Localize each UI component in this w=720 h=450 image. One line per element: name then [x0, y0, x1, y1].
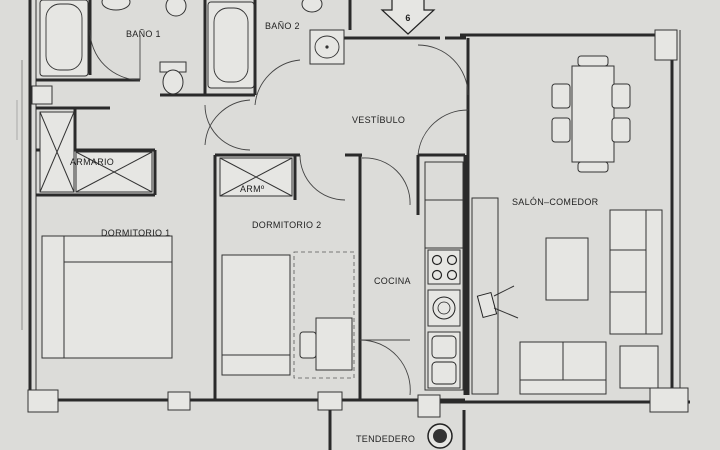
chair-icon: [299, 331, 317, 359]
drain-icon: [427, 423, 453, 449]
bed-icon: [221, 254, 291, 376]
tv-icon: [476, 285, 519, 319]
arrow-down-icon: [380, 0, 436, 35]
label-tendedero: TENDEDERO: [356, 434, 415, 444]
stove-icon: [427, 249, 461, 285]
kitchen-counter: [424, 161, 464, 391]
interior-walls: [36, 0, 470, 402]
toilet-icon: [165, 0, 187, 17]
coffee-table: [545, 237, 589, 301]
margin-lines: [16, 60, 23, 330]
salon-partition: [471, 197, 499, 395]
kitchen-sink-icon: [427, 331, 461, 389]
toilet-icon: [301, 0, 323, 13]
sink-icon: [309, 29, 345, 65]
armario-2-closet: [219, 157, 293, 197]
bed-outline-dashed: [293, 251, 355, 379]
sofa-icon: [519, 341, 607, 395]
bed-icon: [41, 235, 173, 359]
label-cocina: COCINA: [374, 276, 411, 286]
desk-icon: [315, 317, 353, 371]
tendedero-walls: [328, 410, 466, 450]
label-bano-1: BAÑO 1: [126, 29, 161, 39]
dining-table-icon: [571, 65, 615, 163]
dining-chairs: [551, 55, 631, 173]
label-bano-2: BAÑO 2: [265, 21, 300, 31]
label-dormitorio-2: DORMITORIO 2: [252, 220, 321, 230]
sofa-icon: [609, 209, 663, 335]
bathtub-icon: [39, 0, 89, 77]
label-salon-comedor: SALÓN–COMEDOR: [512, 197, 599, 207]
washer-icon: [427, 289, 461, 327]
door-swings: [89, 29, 469, 396]
label-armario: ARMARIO: [70, 157, 114, 167]
label-arm2: ARMº: [240, 184, 265, 194]
label-vestibulo: VESTÍBULO: [352, 115, 405, 125]
toilet-icon: [101, 0, 131, 11]
label-dormitorio-1: DORMITORIO 1: [101, 228, 170, 238]
armario-closet: [39, 111, 153, 193]
toilet-icon: [159, 61, 187, 95]
entrance-number: 6: [405, 13, 410, 23]
armchair-icon: [619, 345, 659, 389]
bathtub-icon: [207, 1, 255, 89]
